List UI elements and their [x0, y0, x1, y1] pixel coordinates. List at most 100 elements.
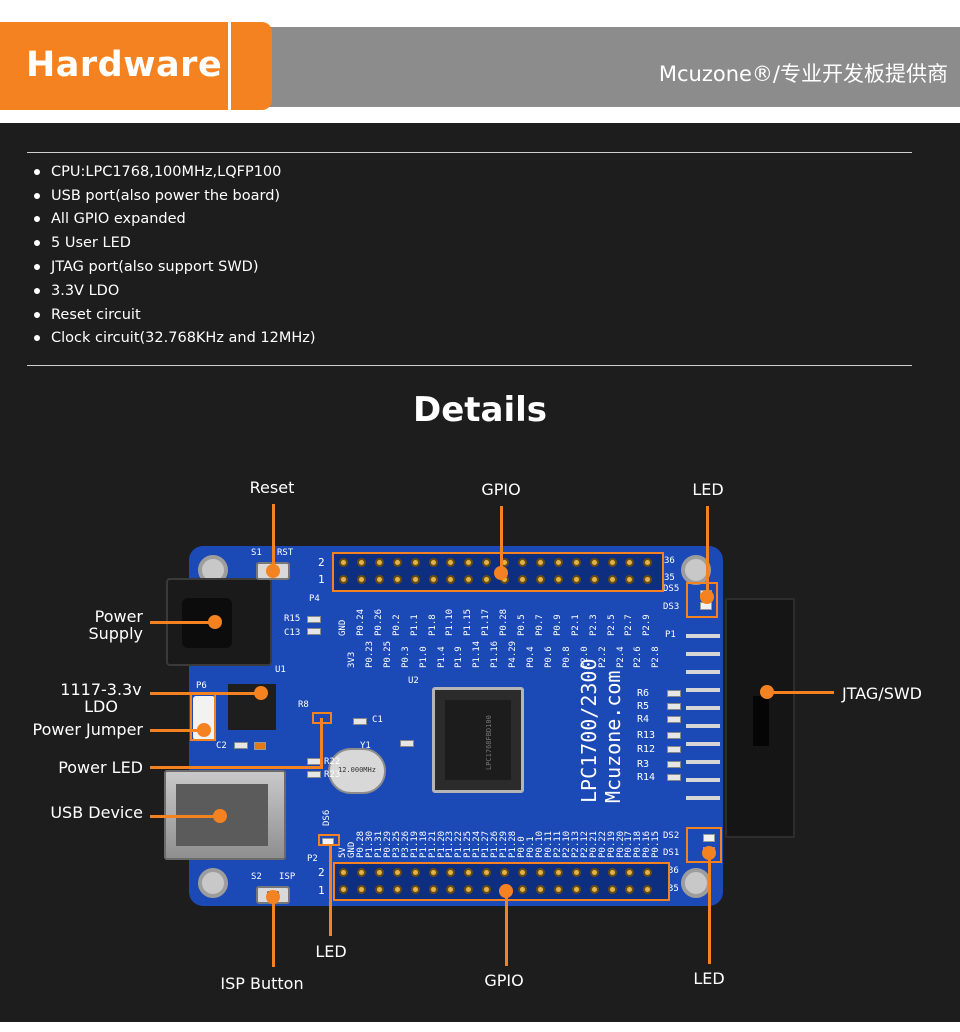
callout-dot-led-top — [700, 590, 714, 604]
gpio-top-highlight — [332, 552, 664, 592]
mcu-chip-body — [445, 700, 511, 780]
header-pin — [535, 575, 545, 584]
details-title: Details — [412, 390, 548, 430]
header-pin — [643, 885, 653, 894]
callout-line-power-supply — [150, 621, 214, 624]
callout-line-ldo — [150, 692, 260, 695]
header-pin — [446, 885, 456, 894]
callout-dot-jtag — [760, 685, 774, 699]
spec-item: USB port(also power the board) — [34, 184, 316, 208]
resistor-label: R4 — [637, 714, 650, 725]
silk-c13: C13 — [284, 628, 301, 638]
callout-dot-power-jumper — [197, 723, 211, 737]
header-pin — [482, 868, 492, 877]
silk-isp: ISP — [279, 872, 296, 882]
callout-dot-isp — [266, 890, 280, 904]
spec-text: CPU:LPC1768,100MHz,LQFP100 — [51, 163, 282, 180]
header-pin — [356, 575, 366, 584]
header-pin — [356, 885, 366, 894]
callout-label-power-supply-line2: Supply — [88, 624, 143, 643]
silk-r23: R23 — [324, 770, 341, 780]
board-website: Mcuzone.com — [601, 670, 625, 803]
header-pin — [446, 868, 456, 877]
pin-label: P1.1 — [409, 614, 420, 636]
callout-dot-power-supply — [208, 615, 222, 629]
callout-dot-led-bottom-right — [702, 846, 716, 860]
silk-u1: U1 — [275, 665, 286, 675]
bullet-icon — [34, 287, 40, 294]
pin-label: P2.7 — [624, 614, 635, 636]
silk-ds5: DS5 — [663, 584, 680, 594]
row-number: 1 — [318, 573, 325, 586]
smd-component — [307, 758, 321, 765]
callout-dot-usb — [213, 809, 227, 823]
header-pin — [392, 868, 402, 877]
pin-label: P0.24 — [355, 608, 366, 636]
header-pin — [464, 575, 474, 584]
pin-label: P1.4 — [436, 646, 447, 668]
resistor-label: R12 — [637, 744, 656, 755]
header-pin — [589, 885, 599, 894]
callout-label-power-jumper: Power Jumper — [32, 720, 143, 739]
callout-line-isp — [272, 895, 275, 967]
resistor — [667, 716, 681, 723]
spec-text: JTAG port(also support SWD) — [51, 259, 259, 276]
pin-label: P1.15 — [463, 608, 474, 636]
jtag-key-slot — [753, 696, 769, 746]
silk-ds6: DS6 — [322, 809, 332, 826]
header-pin — [571, 868, 581, 877]
crystal — [328, 748, 386, 794]
pin-label: P1.17 — [481, 608, 492, 636]
header-pin — [571, 558, 581, 567]
pin-label: GND — [338, 619, 348, 636]
jtag-pin — [686, 670, 720, 674]
callout-line-led-top — [706, 506, 709, 592]
smd-component — [353, 718, 367, 725]
header-pin — [518, 868, 527, 877]
callout-line-usb — [150, 815, 218, 818]
spec-item: Reset circuit — [34, 303, 316, 327]
callout-dot-reset — [266, 564, 280, 578]
callout-line-power-led-vertical — [320, 718, 323, 769]
header-pin — [446, 558, 456, 567]
board-name-text: LPC1700/2300 Mcuzone.com — [577, 659, 625, 804]
pin-label: P0.7 — [534, 614, 545, 636]
led-bottom-right-highlight — [686, 827, 722, 863]
header-pin — [428, 868, 438, 877]
header-pin — [464, 558, 474, 567]
chip-marking: LPC1768FBD100 — [485, 715, 493, 770]
row-number: 36 — [664, 556, 675, 566]
pin-label: P0.28 — [499, 608, 510, 636]
bullet-icon — [34, 168, 40, 175]
header-pin — [392, 885, 402, 894]
header-pin — [482, 885, 492, 894]
pin-label: P2.5 — [606, 614, 617, 636]
header-pin — [518, 558, 527, 567]
page-title: Hardware — [26, 45, 223, 85]
header-pin — [625, 558, 635, 567]
header-pin — [428, 575, 438, 584]
pin-label: P4.29 — [508, 640, 519, 668]
pin-label: P0.2 — [391, 614, 402, 636]
header-pin — [464, 868, 474, 877]
pin-label: P0.19 — [606, 830, 617, 858]
header-pin — [535, 558, 545, 567]
silk-ds1: DS1 — [663, 848, 680, 858]
resistor — [667, 761, 681, 768]
callout-label-power-led: Power LED — [58, 758, 143, 777]
callout-label-isp: ISP Button — [220, 974, 304, 993]
pin-label: P0.15 — [651, 830, 662, 858]
header-pin — [643, 575, 653, 584]
pin-label: P0.23 — [364, 640, 375, 668]
spec-item: 5 User LED — [34, 231, 316, 255]
pin-label: P1.9 — [454, 646, 465, 668]
header-pin — [482, 575, 492, 584]
header-pin — [428, 558, 438, 567]
callout-label-ldo-line1: 1117-3.3v — [60, 680, 142, 699]
header-pin — [625, 868, 635, 877]
jtag-pin — [686, 778, 720, 782]
silk-r15: R15 — [284, 614, 301, 624]
spec-text: 3.3V LDO — [51, 282, 120, 299]
resistor — [667, 774, 681, 781]
silk-ds3: DS3 — [663, 602, 680, 612]
